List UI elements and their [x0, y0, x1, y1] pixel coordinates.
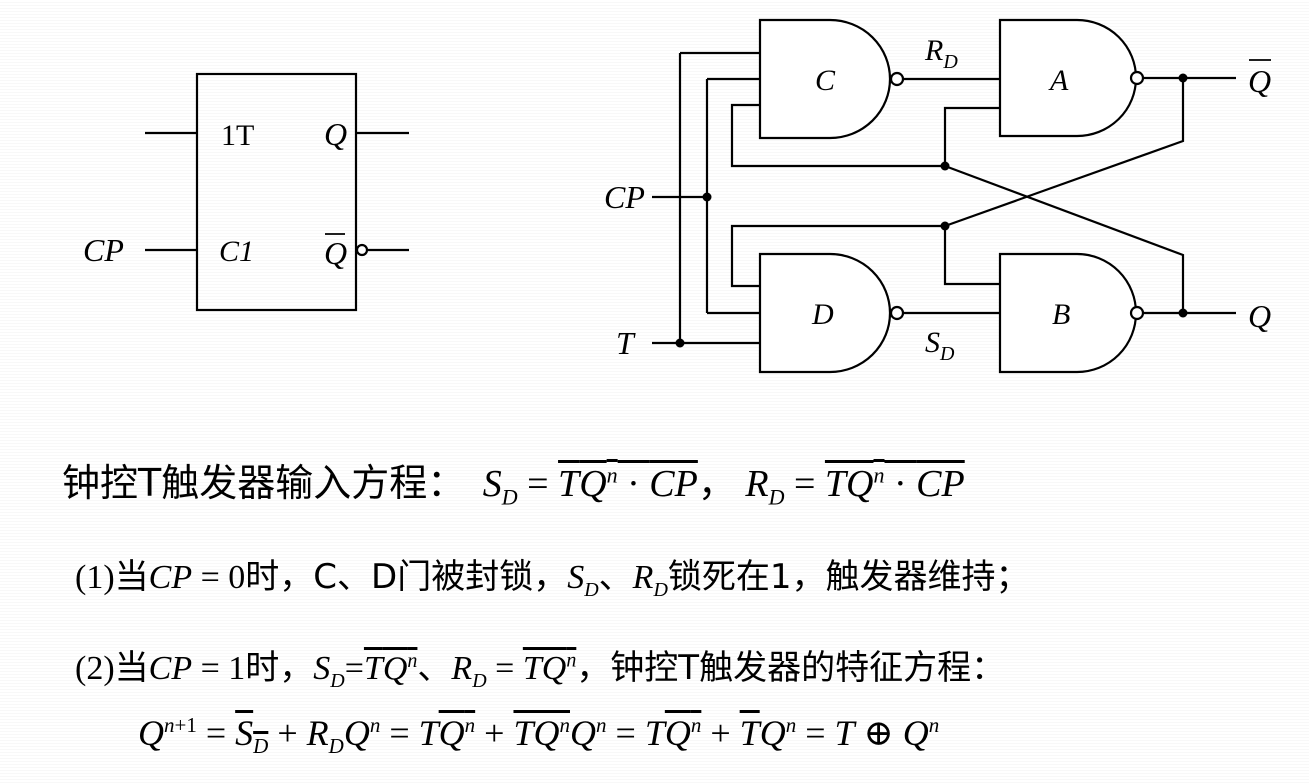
input-c1-label: C1	[219, 235, 254, 268]
circuit-cp-label: CP	[604, 179, 645, 215]
sd-equation: SD = TQn · CP，	[482, 462, 736, 510]
q-output-label: Q	[1248, 298, 1271, 334]
gate-c-label: C	[815, 64, 836, 97]
qbar-output-label: Q	[1248, 63, 1271, 99]
gate-b-label: B	[1052, 298, 1070, 331]
input-equations-heading: 钟控T触发器输入方程：	[62, 461, 466, 505]
output-q-label: Q	[324, 116, 347, 152]
input-equations-line: 钟控T触发器输入方程： SD = TQn · CP， RD = TQn · CP	[62, 452, 965, 511]
flipflop-box	[195, 72, 358, 312]
nand-gate-d	[758, 252, 892, 374]
gate-a-label: A	[1048, 64, 1069, 97]
condition-cp0-line: (1)当CP = 0时，C、D门被封锁，SD、RD锁死在1，触发器维持；	[75, 557, 1030, 601]
gate-d-label: D	[811, 298, 834, 331]
circuit-t-label: T	[616, 325, 636, 361]
input-1t-label: 1T	[221, 119, 254, 152]
output-qbar-label: Q	[324, 235, 347, 271]
rd-label: RD	[924, 34, 958, 73]
rd-equation: RD = TQn · CP	[745, 462, 965, 510]
sd-label: SD	[925, 326, 955, 365]
cp-input-label: CP	[83, 232, 124, 268]
t-flipflop-gate-circuit: C A D B CP T RD SD Q Q	[604, 18, 1271, 374]
t-flipflop-symbol: 1T C1 Q Q CP	[83, 72, 409, 312]
condition-cp1-line: (2)当CP = 1时，SD=TQn、RD = TQn，钟控T触发器的特征方程：	[75, 648, 1006, 692]
nand-gate-c	[758, 18, 892, 140]
characteristic-equation: Qn+1 = SD + RDQn = TQn + TQnQn = TQn + T…	[138, 713, 940, 759]
inversion-bubble	[355, 243, 369, 257]
